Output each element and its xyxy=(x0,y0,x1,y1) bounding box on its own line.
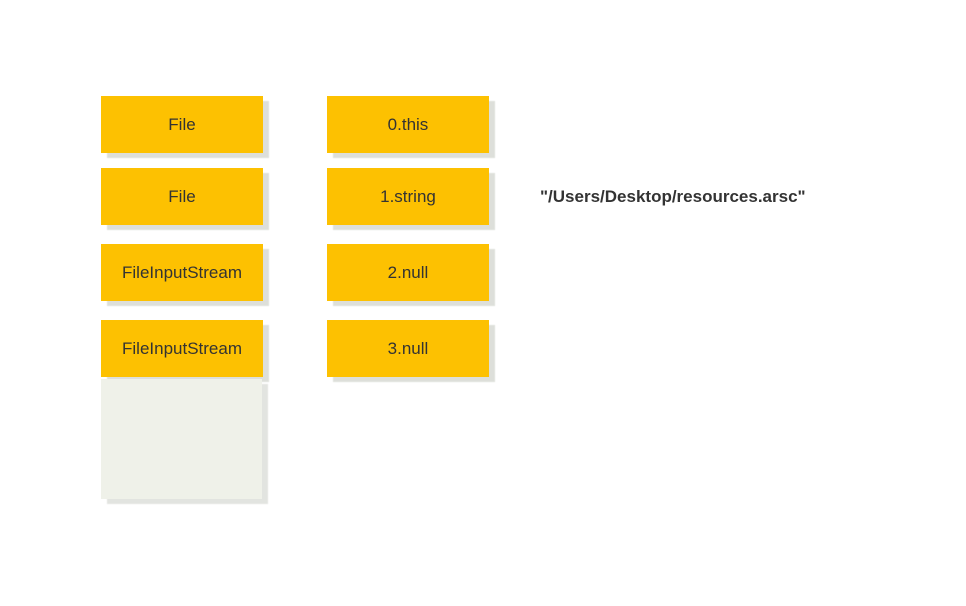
slot-box-0: 0.this xyxy=(327,96,489,153)
slot-box-2: 2.null xyxy=(327,244,489,301)
stack-box-1: File xyxy=(101,168,263,225)
empty-stack-block xyxy=(101,379,262,499)
stack-box-3: FileInputStream xyxy=(101,320,263,377)
slot-box-3: 3.null xyxy=(327,320,489,377)
string-value-label: "/Users/Desktop/resources.arsc" xyxy=(540,187,806,206)
stack-box-2: FileInputStream xyxy=(101,244,263,301)
slot-box-1: 1.string xyxy=(327,168,489,225)
stack-box-0: File xyxy=(101,96,263,153)
